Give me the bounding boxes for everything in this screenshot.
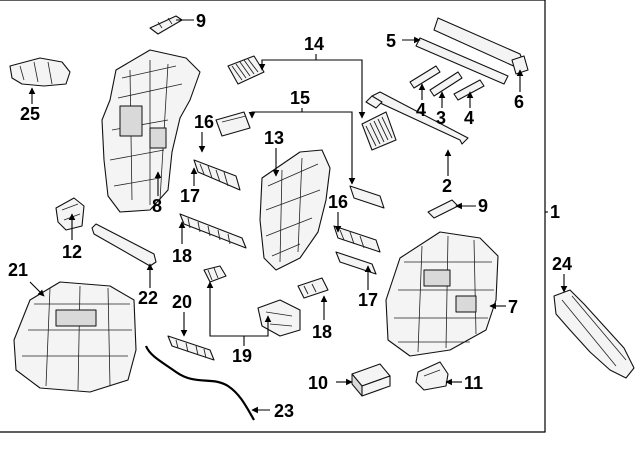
part-17-door-left	[193, 159, 241, 191]
callout-17b: 17	[358, 290, 378, 310]
part-21-lower-case	[13, 281, 137, 393]
part-13-core	[259, 149, 331, 271]
callout-20: 20	[172, 292, 192, 312]
callout-19: 19	[232, 346, 252, 366]
callout-3: 3	[436, 108, 446, 128]
part-12-bracket	[55, 197, 85, 231]
part-24-duct	[553, 289, 635, 379]
part-7-case-right	[385, 231, 499, 357]
part-17-door-right	[335, 251, 377, 275]
part-18-door-left	[179, 213, 247, 249]
part-9-clip-right	[427, 199, 459, 219]
callout-4a: 4	[416, 100, 426, 120]
part-16-door-right	[333, 225, 381, 253]
part-19-sensor	[203, 265, 227, 283]
callout-25: 25	[20, 104, 40, 124]
part-23-hose	[144, 345, 255, 421]
part-19-valve	[257, 299, 301, 337]
callout-21: 21	[8, 260, 28, 280]
part-10-block	[351, 363, 391, 397]
callout-18b: 18	[312, 322, 332, 342]
callout-8: 8	[152, 196, 162, 216]
callout-2: 2	[442, 176, 452, 196]
callout-11: 11	[464, 373, 483, 393]
callout-9a: 9	[196, 11, 206, 31]
callout-10: 10	[308, 373, 328, 393]
part-20-strip	[167, 335, 215, 361]
callout-18a: 18	[172, 246, 192, 266]
callout-labels: 1 2 3 4 4 5 6 7 8 9 9 10 11 12 13 14 15 …	[8, 11, 572, 421]
part-3-seal	[429, 71, 463, 97]
callout-24: 24	[552, 254, 572, 274]
part-18-small-right	[297, 277, 329, 299]
callout-15: 15	[290, 88, 310, 108]
callout-22: 22	[138, 288, 158, 308]
part-14-filter-a	[227, 55, 265, 85]
part-9-clip-top	[149, 15, 183, 35]
part-22-rod	[91, 223, 157, 267]
callout-16a: 16	[194, 112, 214, 132]
part-2-frame-seal	[365, 91, 469, 145]
callout-12: 12	[62, 242, 82, 262]
part-11-resistor	[415, 361, 449, 391]
callout-13: 13	[264, 128, 284, 148]
part-16-rail-right	[349, 185, 385, 209]
callout-16b: 16	[328, 192, 348, 212]
part-4-seal-right	[453, 79, 485, 101]
callout-7: 7	[508, 297, 518, 317]
callout-6: 6	[514, 92, 524, 112]
leader-lines	[28, 19, 568, 414]
callout-1: 1	[550, 202, 560, 222]
part-25-duct	[9, 57, 71, 87]
callout-23: 23	[274, 401, 294, 421]
callout-4b: 4	[464, 108, 474, 128]
part-4-seal-left	[409, 65, 441, 89]
callout-17a: 17	[180, 186, 200, 206]
callout-5: 5	[386, 31, 396, 51]
part-6-clip	[511, 55, 529, 75]
callout-9b: 9	[478, 196, 488, 216]
part-14-filter-b	[361, 111, 397, 151]
part-16-rail-left	[215, 111, 251, 137]
callout-14: 14	[304, 34, 324, 54]
part-8-case-half	[101, 49, 201, 213]
diagram-frame	[0, 0, 546, 433]
